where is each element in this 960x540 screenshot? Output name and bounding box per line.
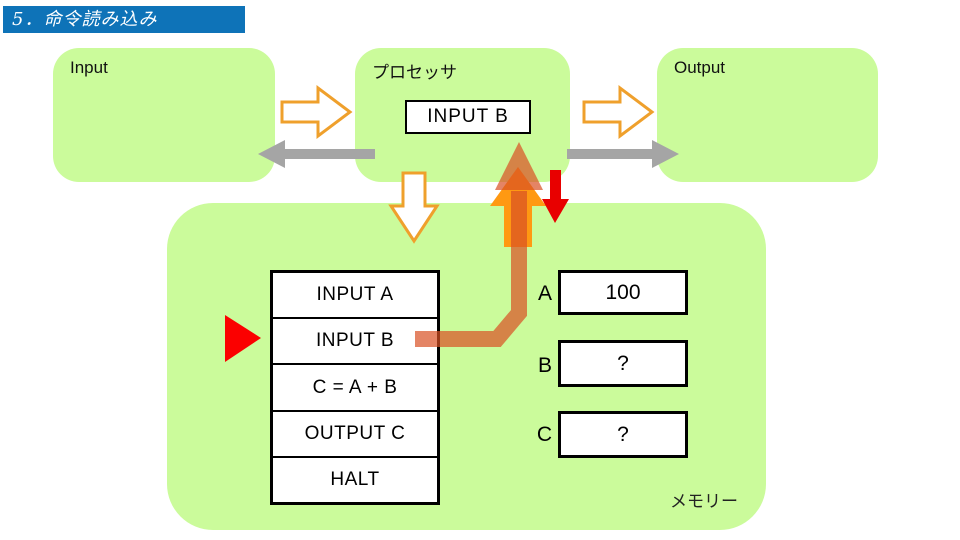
register-b-label: B: [537, 354, 552, 377]
program-row: C = A + B: [273, 363, 437, 409]
processor-box-label: プロセッサ: [372, 63, 457, 82]
program-row: HALT: [273, 455, 437, 502]
program-row: INPUT B: [273, 317, 437, 363]
input-device-box: Input: [53, 48, 275, 182]
processor-box: プロセッサ INPUT B: [355, 48, 570, 182]
register-c-value: ?: [617, 422, 629, 446]
register-c-value-box: ?: [558, 411, 688, 458]
register-b-value-box: ?: [558, 340, 688, 387]
register-a-label: A: [537, 282, 552, 305]
slide-title-bar: 5．命令読み込み: [3, 6, 245, 33]
register-b-value: ?: [617, 351, 629, 375]
register-a-value: 100: [605, 280, 641, 304]
memory-box-label: メモリー: [670, 492, 738, 511]
output-box-label: Output: [674, 58, 726, 77]
instruction-register-box: INPUT B: [405, 100, 531, 134]
page-title: 5．命令読み込み: [12, 9, 158, 30]
output-device-box: Output: [657, 48, 878, 182]
register-a-value-box: 100: [558, 270, 688, 315]
instruction-register-value: INPUT B: [427, 106, 509, 127]
program-listing: INPUT A INPUT B C = A + B OUTPUT C HALT: [270, 270, 440, 505]
register-c-label: C: [536, 423, 552, 446]
program-row: OUTPUT C: [273, 409, 437, 456]
input-box-label: Input: [70, 58, 108, 77]
input-to-processor-arrow-icon: [280, 85, 353, 139]
processor-to-output-arrow-icon: [582, 85, 655, 139]
program-row: INPUT A: [316, 284, 394, 306]
